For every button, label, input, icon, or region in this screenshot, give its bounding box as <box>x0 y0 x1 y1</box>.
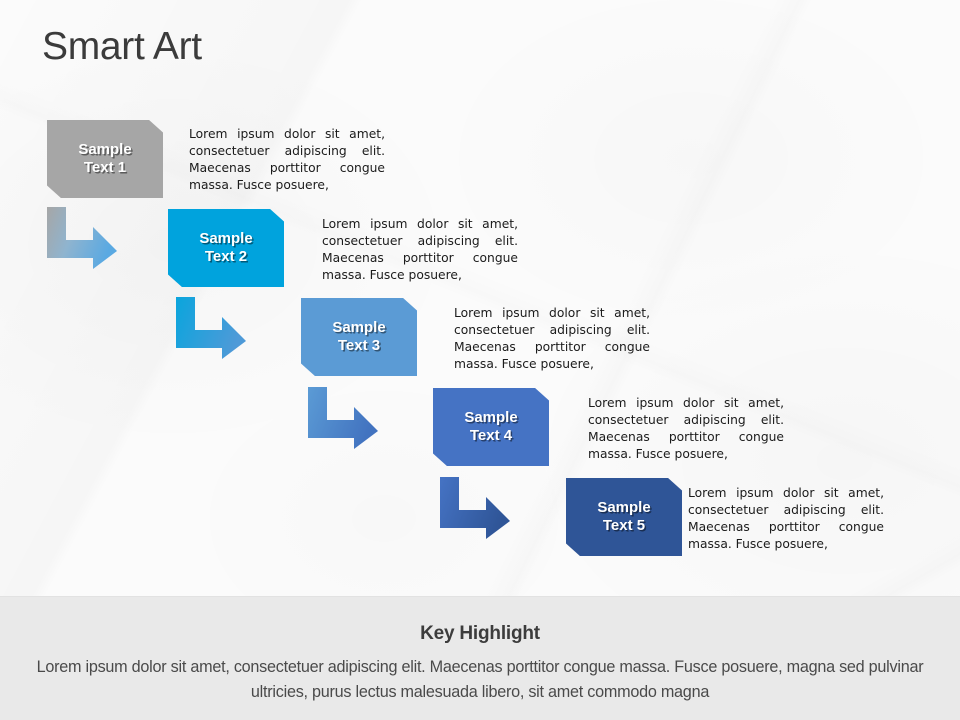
step-3-description: Lorem ipsum dolor sit amet, consectetuer… <box>454 306 650 371</box>
step-3-label-line2: Text 3 <box>337 337 381 354</box>
step-5-label: Sample Text 5 <box>597 499 650 534</box>
step-1-box[interactable]: Sample Text 1 <box>47 120 163 198</box>
step-4-label-line1: Sample <box>464 409 518 427</box>
step-2-label: Sample Text 2 <box>199 230 252 265</box>
step-3-label: Sample Text 3 <box>332 319 385 354</box>
page-title: Smart Art <box>42 25 202 68</box>
step-1-label: Sample Text 1 <box>78 141 131 176</box>
step-2-label-line1: Sample <box>199 230 253 248</box>
step-4-label-line2: Text 4 <box>469 427 513 444</box>
key-highlight-band: Key Highlight Lorem ipsum dolor sit amet… <box>0 596 960 720</box>
step-2-label-line2: Text 2 <box>204 248 248 265</box>
step-2-box[interactable]: Sample Text 2 <box>168 209 284 287</box>
step-4-label: Sample Text 4 <box>464 409 517 444</box>
smartart-diagram: Sample Text 1 Lorem ipsum dolor sit amet… <box>47 120 884 556</box>
step-5-label-line1: Sample <box>597 499 651 517</box>
step-1-label-line2: Text 1 <box>83 159 127 176</box>
key-highlight-body: Lorem ipsum dolor sit amet, consectetuer… <box>36 658 924 702</box>
step-5-label-line2: Text 5 <box>602 517 646 534</box>
elbow-arrow-4 <box>440 477 510 539</box>
step-5-description: Lorem ipsum dolor sit amet, consectetuer… <box>688 486 884 551</box>
elbow-arrow-2 <box>176 297 246 359</box>
step-4-description: Lorem ipsum dolor sit amet, consectetuer… <box>588 396 784 461</box>
step-1-label-line1: Sample <box>78 141 132 159</box>
step-3-box[interactable]: Sample Text 3 <box>301 298 417 376</box>
step-5-box[interactable]: Sample Text 5 <box>566 478 682 556</box>
step-3-label-line1: Sample <box>332 319 386 337</box>
step-4-box[interactable]: Sample Text 4 <box>433 388 549 466</box>
key-highlight-title: Key Highlight <box>420 623 540 644</box>
step-2-description: Lorem ipsum dolor sit amet, consectetuer… <box>322 217 518 282</box>
elbow-arrow-1 <box>47 207 117 269</box>
elbow-arrow-3 <box>308 387 378 449</box>
step-1-description: Lorem ipsum dolor sit amet, consectetuer… <box>189 127 385 192</box>
